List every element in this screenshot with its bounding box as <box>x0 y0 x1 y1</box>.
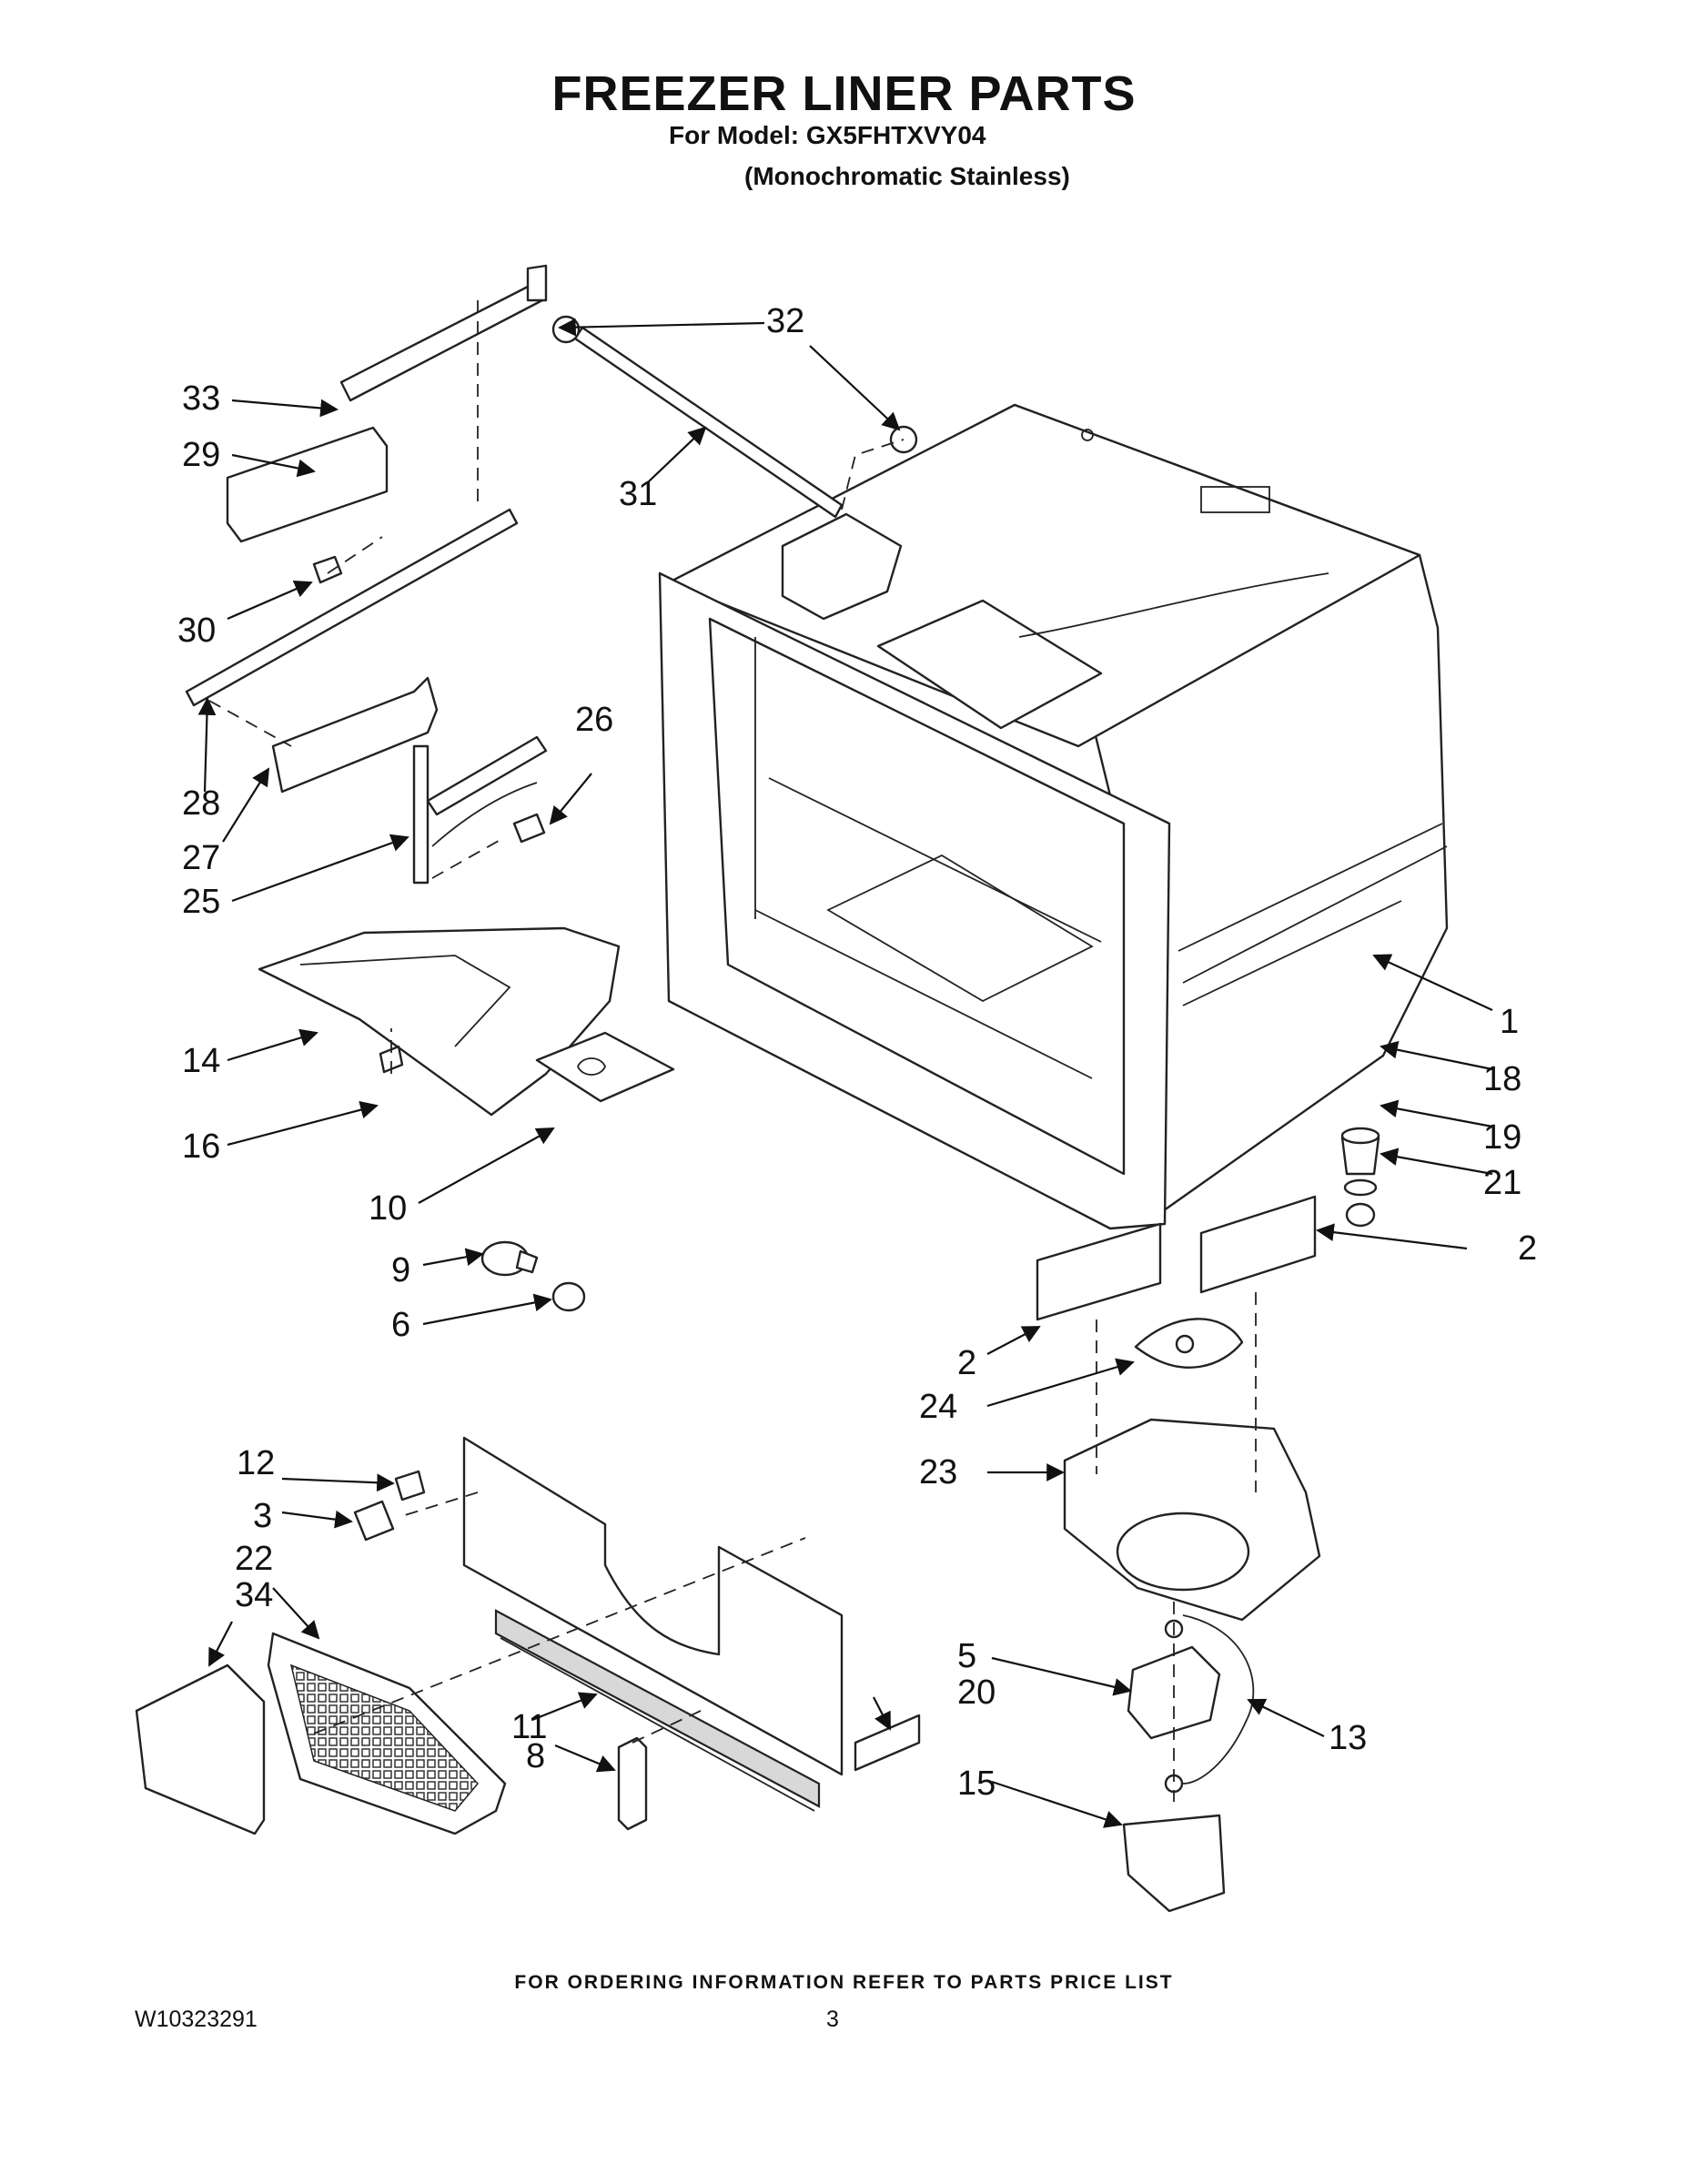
callout-16: 16 <box>182 1127 220 1166</box>
freezer-tray <box>258 926 675 1117</box>
callout-12: 12 <box>237 1444 275 1482</box>
callout-numbers: 1 2 2 3 5 6 8 9 10 11 12 13 14 15 16 18 … <box>177 302 1537 1803</box>
callout-10: 10 <box>369 1189 407 1228</box>
callout-29: 29 <box>182 436 220 474</box>
callout-26: 26 <box>575 701 613 739</box>
fan-assembly <box>1036 1127 1380 1913</box>
freezer-liner <box>658 403 1449 1230</box>
callout-22: 22 <box>235 1540 273 1578</box>
callout-25: 25 <box>182 883 220 921</box>
evaporator-cover-assembly <box>135 1436 921 1835</box>
callout-30: 30 <box>177 612 216 650</box>
callout-32: 32 <box>766 302 804 340</box>
callout-11: 11 <box>511 1708 547 1746</box>
callout-28: 28 <box>182 784 220 823</box>
damper-assembly <box>480 1240 586 1312</box>
callout-34: 34 <box>235 1576 273 1614</box>
callout-14: 14 <box>182 1042 220 1080</box>
model-line: For Model: GX5FHTXVY04 <box>669 121 986 149</box>
callout-5: 5 <box>957 1637 976 1675</box>
callout-2-right: 2 <box>1518 1229 1537 1268</box>
callout-6: 6 <box>391 1306 410 1344</box>
callout-3: 3 <box>253 1497 272 1535</box>
callout-8: 8 <box>526 1737 545 1775</box>
callout-1: 1 <box>1500 1003 1519 1041</box>
callout-19: 19 <box>1483 1118 1521 1157</box>
callout-9: 9 <box>391 1251 410 1289</box>
callout-23: 23 <box>919 1453 957 1491</box>
callout-33: 33 <box>182 379 220 418</box>
callout-27: 27 <box>182 839 220 877</box>
callout-31: 31 <box>619 475 657 513</box>
callout-15: 15 <box>957 1764 996 1803</box>
variant-line: (Monochromatic Stainless) <box>744 162 1070 190</box>
callout-18: 18 <box>1483 1060 1521 1098</box>
callout-20: 20 <box>957 1673 996 1712</box>
callout-21: 21 <box>1483 1164 1521 1202</box>
callout-24: 24 <box>919 1388 957 1426</box>
page-title: FREEZER LINER PARTS <box>551 66 1137 121</box>
ordering-note: FOR ORDERING INFORMATION REFER TO PARTS … <box>514 1972 1174 1993</box>
top-rail-assembly <box>185 264 548 885</box>
callout-leader-lines <box>197 318 1493 1828</box>
callout-13: 13 <box>1329 1719 1367 1757</box>
page-number: 3 <box>826 2007 839 2032</box>
callout-2-left: 2 <box>957 1344 976 1382</box>
document-number: W10323291 <box>135 2007 258 2032</box>
